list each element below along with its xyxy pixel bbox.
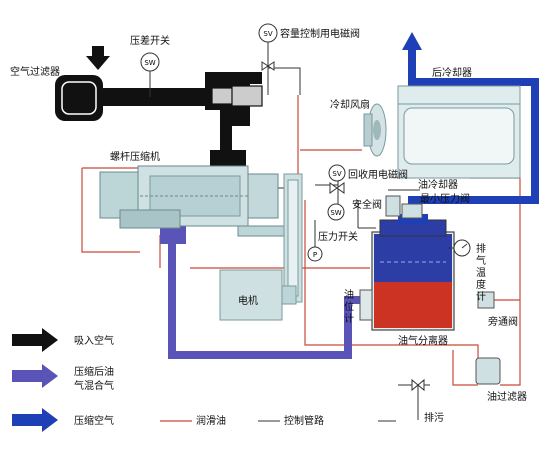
- label-drain: 排污: [424, 411, 444, 424]
- label-screw-compressor: 螺杆压缩机: [110, 150, 160, 163]
- label-cooling-fan: 冷却风扇: [330, 98, 370, 111]
- svg-text:气: 气: [476, 254, 486, 267]
- svg-text:SW: SW: [144, 59, 155, 67]
- cooling-fan: [363, 103, 387, 157]
- label-oil-cooler: 油冷却器: [418, 178, 458, 191]
- svg-text:计: 计: [344, 312, 354, 325]
- bypass-valve-body: [477, 291, 495, 309]
- legend-compressed-arrow: [12, 408, 58, 432]
- legend-mixed-label-2: 气混合气: [74, 379, 114, 392]
- svg-text:P: P: [313, 251, 317, 259]
- screw-compressor: [99, 165, 299, 237]
- legend-compressed-label: 压缩空气: [74, 414, 114, 427]
- drain-valve: [411, 378, 425, 392]
- label-oil-separator: 油气分离器: [398, 334, 448, 347]
- label-recovery-valve: 回收用电磁阀: [348, 168, 408, 181]
- discharge-temp-gauge: [448, 239, 471, 257]
- svg-text:位: 位: [344, 300, 354, 313]
- svg-text:SV: SV: [263, 30, 272, 38]
- legend: 吸入空气 压缩后油 气混合气 压缩空气 润滑油 控制管路: [12, 328, 396, 432]
- svg-text:SV: SV: [332, 170, 341, 178]
- svg-text:SW: SW: [330, 209, 341, 217]
- label-safety-valve: 安全阀: [352, 198, 382, 211]
- label-after-cooler: 后冷却器: [432, 66, 472, 79]
- legend-control-label: 控制管路: [284, 414, 324, 427]
- legend-mixed-label-1: 压缩后油: [74, 365, 114, 378]
- intake-air-path: [55, 72, 263, 186]
- intake-arrow: [86, 46, 110, 70]
- label-capacity-valve: 容量控制用电磁阀: [280, 27, 360, 40]
- legend-intake-arrow: [12, 328, 58, 352]
- legend-intake-label: 吸入空气: [74, 334, 114, 347]
- svg-text:油: 油: [344, 288, 354, 301]
- label-temp-gauge-vertical: 排 气 温 度 计: [476, 242, 486, 303]
- min-pressure-valve-body: [401, 203, 423, 219]
- label-air-filter: 空气过滤器: [10, 65, 60, 78]
- label-pressure-switch: 压力开关: [318, 230, 358, 243]
- svg-text:温: 温: [476, 267, 486, 279]
- cooler-unit: [397, 85, 521, 179]
- motor: [219, 269, 297, 321]
- label-bypass-valve: 旁通阀: [488, 315, 518, 328]
- sv-recovery-symbol: SV: [328, 164, 346, 194]
- legend-mixed-arrow: [12, 364, 58, 388]
- sv-capacity-symbol: SV: [258, 23, 278, 71]
- p-gauge-symbol: P: [307, 246, 323, 262]
- label-oil-level-vertical: 油 位 计: [344, 288, 354, 325]
- compressed-air-pipe: [408, 48, 539, 210]
- belt-drive: [283, 173, 303, 303]
- legend-lube-label: 润滑油: [196, 414, 226, 427]
- safety-valve-body: [385, 195, 401, 217]
- label-min-pressure-valve: 最小压力阀: [420, 192, 470, 205]
- oil-filter-body: [475, 357, 501, 385]
- label-pressure-diff-switch: 压差开关: [130, 34, 170, 47]
- sw-pressure-diff-symbol: SW: [140, 52, 160, 97]
- svg-text:计: 计: [476, 290, 486, 303]
- svg-text:排: 排: [476, 242, 486, 255]
- label-oil-filter: 油过滤器: [487, 390, 527, 403]
- compressed-air-outlet-arrow: [402, 32, 422, 50]
- mixed-gas-pipe: [168, 228, 372, 359]
- sw-pressure-switch-symbol: SW: [327, 203, 345, 221]
- label-motor: 电机: [238, 294, 258, 307]
- svg-text:度: 度: [476, 278, 486, 291]
- oil-separator: [359, 214, 455, 331]
